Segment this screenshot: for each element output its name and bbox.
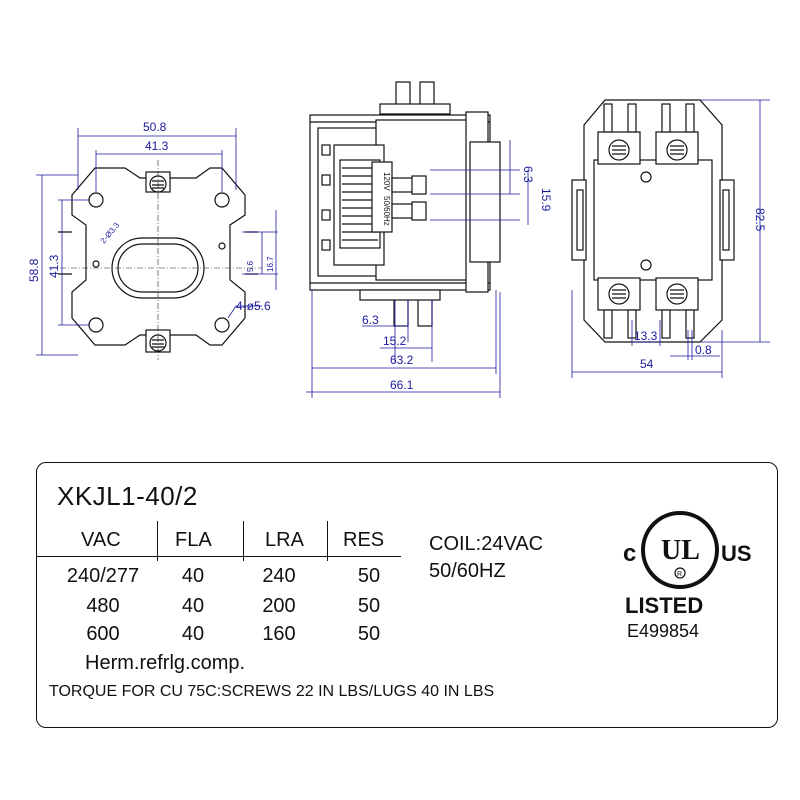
top-view: 82.5 13.3 0.8 54: [571, 99, 770, 378]
dim-front-slot-small: 5.6: [246, 260, 255, 272]
table-cell: 600: [86, 623, 120, 645]
table-separator: [157, 521, 158, 561]
table-cell: 240: [262, 565, 296, 587]
torque-note: TORQUE FOR CU 75C:SCREWS 22 IN LBS/LUGS …: [49, 683, 495, 700]
table-cell: 200: [262, 595, 296, 617]
table-cell: 480: [86, 595, 120, 617]
dim-side-bottom-2: 15.2: [383, 334, 407, 348]
ul-file-number: E499854: [627, 621, 700, 641]
dim-top-height: 82.5: [753, 208, 767, 232]
coil-voltage: COIL:24VAC: [429, 533, 544, 555]
dim-top-terminal: 13.3: [634, 329, 658, 343]
dim-front-top-outer: 50.8: [143, 120, 167, 134]
dim-front-left-outer: 58.8: [27, 258, 41, 282]
model-number: XKJL1-40/2: [57, 481, 198, 511]
table-cell: 50: [357, 565, 381, 587]
side-view: 120V 50/60Hz 6.3 15.9 6.3 15: [306, 81, 553, 398]
logo-right-mark: US: [721, 541, 752, 566]
table-separator: [243, 521, 244, 561]
logo-left-mark: c: [623, 540, 636, 567]
table-cell: 160: [262, 623, 296, 645]
mount-hole-br: [214, 317, 230, 333]
svg-text:R: R: [677, 571, 682, 578]
dim-side-bottom-1: 6.3: [362, 313, 379, 327]
table-cell: 40: [181, 565, 205, 587]
header-fla: FLA: [175, 529, 212, 551]
ul-certification-logo: c UL US R: [623, 511, 752, 589]
dim-side-right-mid: 15.9: [539, 188, 553, 212]
herm-refrig-note: Herm.refrlg.comp.: [85, 652, 246, 674]
table-cell: 50: [357, 595, 381, 617]
logo-center-mark: UL: [661, 535, 700, 566]
table-cell: 240/277: [66, 565, 140, 587]
coil-frequency: 50/60HZ: [429, 560, 506, 582]
header-res: RES: [343, 529, 385, 551]
front-plate-outline: [71, 167, 246, 346]
front-view: 50.8 41.3 58.8 41.3 5.6 16.7 2-Ø3.3 4-ø5…: [27, 120, 278, 360]
top-cover: [593, 159, 713, 281]
dim-top-width: 54: [640, 357, 654, 371]
dim-side-bottom-4: 66.1: [390, 378, 414, 392]
dim-front-holes: 4-ø5.6: [236, 299, 271, 313]
listed-mark: LISTED: [625, 593, 704, 618]
dim-side-right-top: 6.3: [521, 166, 535, 183]
dim-front-left-inner: 41.3: [47, 254, 61, 278]
table-cell: 40: [181, 623, 205, 645]
coil-voltage-text: 120V: [382, 172, 391, 191]
header-vac: VAC: [81, 529, 121, 551]
header-lra: LRA: [265, 529, 304, 551]
table-cell: 50: [357, 623, 381, 645]
table-cell: 40: [181, 595, 205, 617]
table-separator: [327, 521, 328, 561]
nameplate-label: XKJL1-40/2 VAC FLA LRA RES 240/277 40 24…: [36, 462, 778, 728]
dim-side-bottom-3: 63.2: [390, 353, 414, 367]
dim-front-top-inner: 41.3: [145, 139, 169, 153]
dim-top-offset: 0.8: [695, 343, 712, 357]
coil-frequency-text: 50/60Hz: [382, 196, 391, 226]
technical-drawing: 50.8 41.3 58.8 41.3 5.6 16.7 2-Ø3.3 4-ø5…: [27, 81, 770, 398]
dim-front-slot-large: 16.7: [266, 256, 275, 272]
mount-hole-tr: [214, 192, 230, 208]
table-header-rule: [37, 556, 401, 557]
